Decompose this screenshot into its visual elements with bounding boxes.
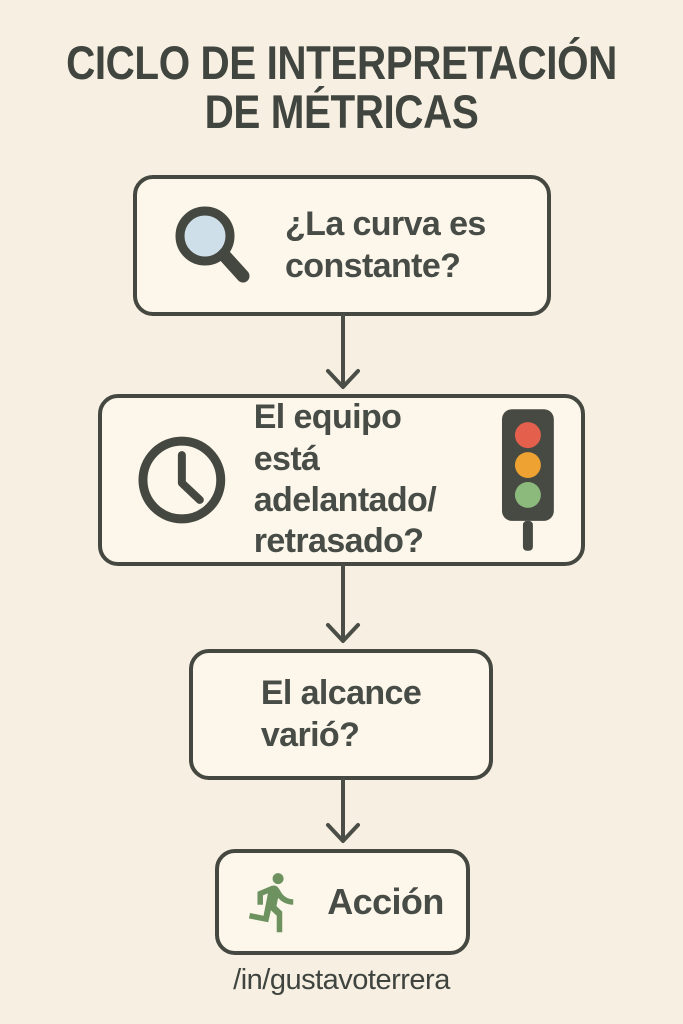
runner-icon	[249, 873, 294, 933]
flow-step-label: ¿La curva es constante?	[285, 205, 486, 285]
flow-step-curve: ¿La curva es constante?	[133, 175, 551, 316]
magnifier-icon	[175, 206, 250, 282]
flow-arrow-down-3	[326, 778, 360, 843]
flow-step-label: Acción	[327, 881, 444, 923]
page-title: CICLO DE INTERPRETACIÓN DE MÉTRICAS	[66, 36, 617, 139]
flow-arrow-down-1	[326, 314, 360, 389]
traffic-light-icon	[502, 409, 555, 551]
flow-step-action: Acción	[215, 849, 470, 955]
flow-step-label: El alcance varió?	[260, 674, 422, 754]
flow-step-schedule: El equipo está adelantado/ retrasado?	[98, 394, 585, 566]
flow-arrow-down-2	[326, 564, 360, 643]
flow-step-label: El equipo está adelantado/ retrasado?	[253, 398, 437, 561]
clock-icon	[138, 436, 226, 524]
footer-linkedin-handle: /in/gustavoterrera	[233, 964, 450, 996]
flow-step-scope: El alcance varió?	[189, 649, 493, 780]
